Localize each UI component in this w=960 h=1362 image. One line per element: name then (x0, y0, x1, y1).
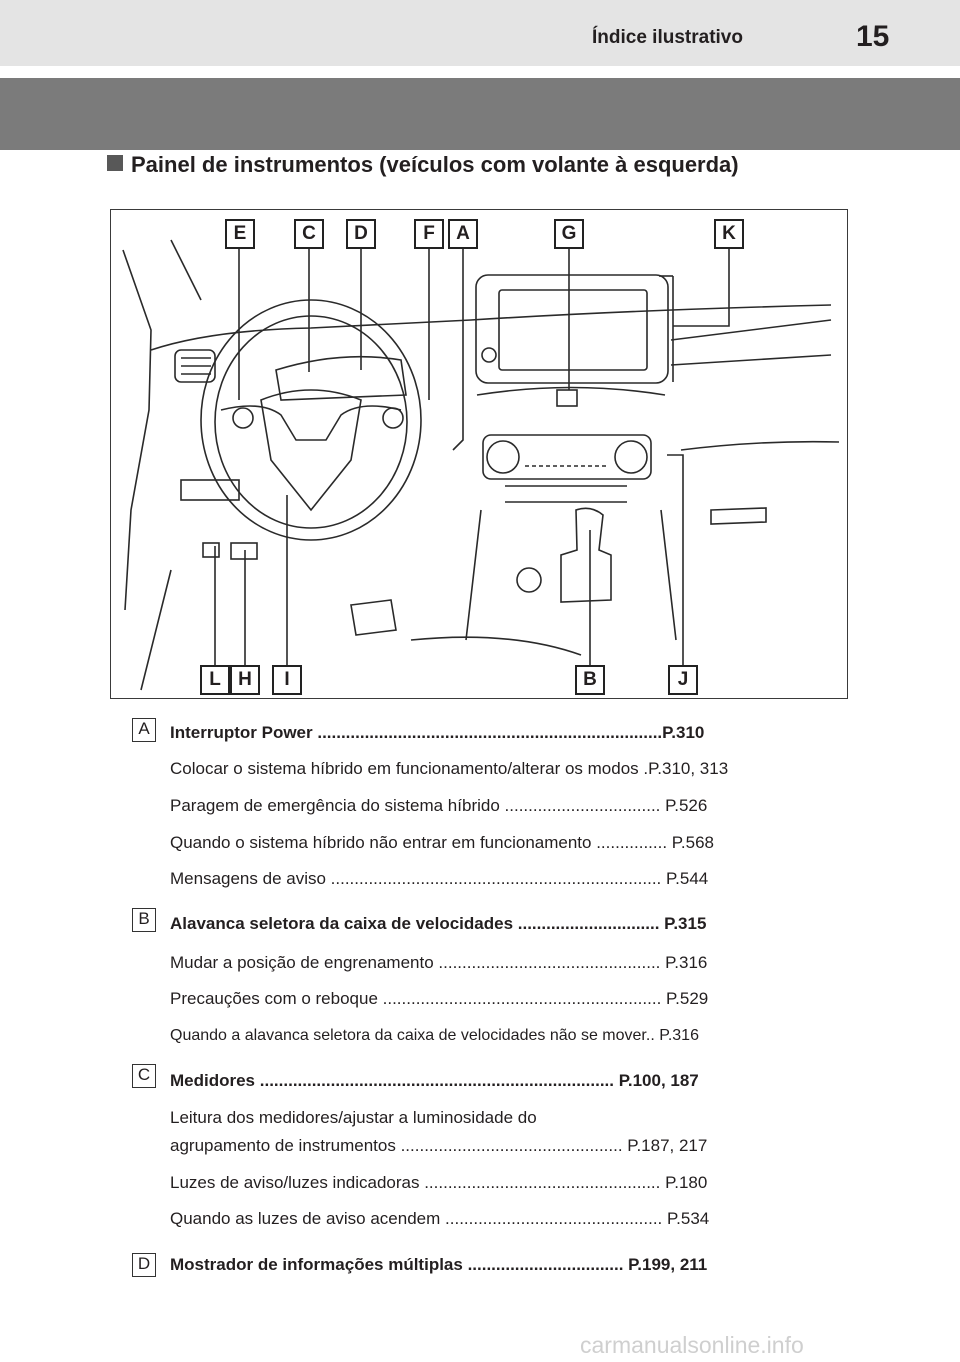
callout-j: J (668, 665, 698, 695)
shift-lever (560, 507, 612, 603)
dashboard-illustration: E C D F A G K L H I B J (110, 209, 848, 699)
windshield-edge (170, 239, 202, 301)
left-vent-slats (181, 357, 211, 375)
switch-l (202, 542, 220, 558)
entry-title: Alavanca seletora da caixa de velocidade… (170, 914, 707, 933)
instrument-cluster (275, 355, 407, 401)
callout-e: E (225, 219, 255, 249)
right-controls (382, 407, 404, 429)
entry-item: Colocar o sistema híbrido em funcionamen… (170, 759, 729, 778)
dash-right-line (670, 319, 832, 341)
floor-lines (140, 569, 582, 691)
entry-item: Quando as luzes de aviso acendem .......… (170, 1209, 710, 1228)
leader-a (452, 247, 464, 451)
callout-i: I (272, 665, 302, 695)
drive-mode-dial (516, 567, 542, 593)
entry-item: agrupamento de instrumentos ............… (170, 1136, 708, 1155)
steering-hub (260, 389, 362, 512)
entry-item: Leitura dos medidores/ajustar a luminosi… (170, 1108, 537, 1127)
steering-wheel-rim (200, 299, 422, 541)
leader-j (667, 454, 684, 670)
square-bullet-icon (107, 155, 123, 171)
dash-top-line (150, 304, 832, 351)
callout-c: C (294, 219, 324, 249)
left-climate-knob (486, 440, 520, 474)
entry-letter: B (132, 908, 156, 932)
left-pillar (122, 249, 152, 611)
entry-item: Paragem de emergência do sistema híbrido… (170, 796, 708, 815)
panel-heading-text: Painel de instrumentos (veículos com vol… (131, 152, 739, 177)
page-number: 15 (856, 20, 890, 53)
entry-item: Quando o sistema híbrido não entrar em f… (170, 833, 715, 852)
hazard-switch (556, 389, 578, 407)
entry-item: Precauções com o reboque ...............… (170, 989, 709, 1008)
right-climate-knob (614, 440, 648, 474)
dashboard-drawing (122, 239, 840, 691)
entry-title: Mostrador de informações múltiplas .....… (170, 1255, 708, 1274)
callout-f: F (414, 219, 444, 249)
section-bar (0, 78, 960, 150)
console-buttons (505, 485, 627, 503)
callout-l: L (200, 665, 230, 695)
entry-letter: D (132, 1253, 156, 1277)
entry-item: Mensagens de aviso .....................… (170, 869, 709, 888)
callout-a: A (448, 219, 478, 249)
entry-item: Mudar a posição de engrenamento ........… (170, 953, 708, 972)
glovebox-handle (710, 507, 767, 525)
callout-d: D (346, 219, 376, 249)
climate-panel (482, 434, 652, 480)
leader-k (672, 247, 730, 382)
callout-b: B (575, 665, 605, 695)
header-band (0, 0, 960, 66)
callout-h: H (230, 665, 260, 695)
center-screen-frame (475, 274, 669, 384)
screen-knob (481, 347, 497, 363)
entry-title-text: Interruptor Power (170, 723, 313, 742)
watermark: carmanualsonline.info (580, 1332, 804, 1358)
left-vent (174, 349, 216, 383)
entry-title: Medidores ..............................… (170, 1071, 699, 1090)
entry-letter: C (132, 1064, 156, 1088)
entry-letter: A (132, 718, 156, 742)
entry-item: Luzes de aviso/luzes indicadoras .......… (170, 1173, 708, 1192)
callout-g: G (554, 219, 584, 249)
left-switch-panel (180, 479, 240, 501)
left-controls (232, 407, 254, 429)
panel-heading: Painel de instrumentos (veículos com vol… (107, 152, 739, 178)
callout-k: K (714, 219, 744, 249)
section-title: Índice ilustrativo (592, 27, 743, 48)
switch-h (230, 542, 258, 560)
center-vents (476, 386, 666, 396)
dash-right-line-2 (670, 354, 832, 366)
dash-right-lower (680, 440, 840, 451)
entry-item: Quando a alavanca seletora da caixa de v… (170, 1027, 699, 1044)
center-console (465, 509, 677, 641)
brake-pedal (350, 599, 397, 636)
steering-spokes (220, 405, 402, 441)
center-screen (498, 289, 648, 371)
steering-wheel-inner (214, 315, 408, 529)
entry-page: P.310 (662, 723, 705, 742)
entry-title: Interruptor Power ......................… (170, 723, 705, 742)
